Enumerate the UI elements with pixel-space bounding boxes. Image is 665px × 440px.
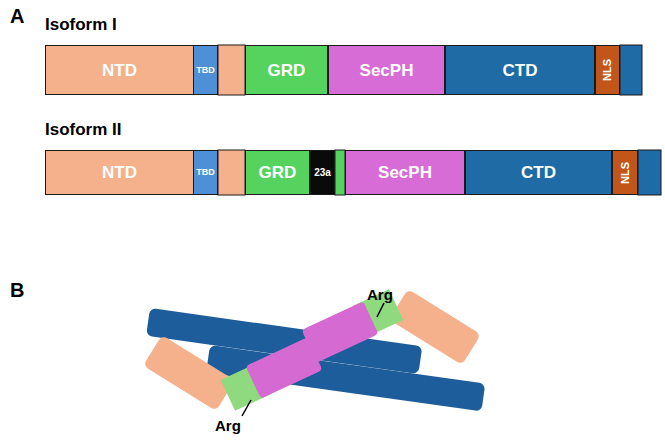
leader-line: [242, 400, 251, 416]
isoform-label: Isoform II: [45, 121, 122, 138]
domain-label: SecPH: [378, 164, 432, 181]
isoform-label: Isoform I: [45, 16, 117, 33]
ctd-domain: CTD: [445, 45, 595, 95]
dimer-illustration: [143, 289, 485, 411]
domain-label: NLS: [602, 59, 613, 81]
grd-domain: GRD: [245, 45, 328, 95]
ctd-bar: [206, 345, 485, 411]
ntd-block: [143, 335, 235, 411]
tbd-domain: TBD: [193, 45, 218, 95]
protein-bar: Isoform IINTDTBDGRD23aSecPHCTDNLS: [45, 150, 661, 195]
domain-label: GRD: [268, 62, 306, 79]
linker-segment: [218, 45, 245, 95]
residue-label: Arg: [215, 418, 241, 433]
nls-domain: NLS: [595, 45, 620, 95]
domain-label: NTD: [102, 62, 137, 79]
domain-label: CTD: [521, 164, 556, 181]
domain-label: NLS: [620, 162, 631, 184]
protein-bar: Isoform INTDTBDGRDSecPHCTDNLS: [45, 45, 642, 95]
leader-line: [377, 303, 384, 317]
nls-domain: NLS: [612, 150, 638, 195]
domain-label: NTD: [102, 164, 137, 181]
residue-label: Arg: [367, 287, 393, 302]
domain-label: CTD: [503, 62, 538, 79]
secph-block: [246, 337, 323, 398]
domain-label: 23a: [314, 168, 331, 178]
tail-segment: [638, 150, 661, 195]
domain-label: TBD: [196, 168, 215, 177]
secph-domain: SecPH: [345, 150, 465, 195]
panel-letter: B: [10, 280, 24, 300]
ntd-block: [389, 289, 481, 365]
grd-tail-segment: [335, 150, 345, 195]
linker-segment: [218, 150, 245, 195]
tail-segment: [620, 45, 642, 95]
domain-label: TBD: [196, 66, 215, 75]
grd-domain: GRD: [245, 150, 310, 195]
domain-label: SecPH: [360, 62, 414, 79]
domain-label: GRD: [259, 164, 297, 181]
secph-domain: SecPH: [328, 45, 445, 95]
exon-23a-segment: 23a: [310, 150, 335, 195]
panel-letter: A: [10, 6, 24, 26]
tbd-domain: TBD: [193, 150, 218, 195]
ctd-domain: CTD: [465, 150, 612, 195]
